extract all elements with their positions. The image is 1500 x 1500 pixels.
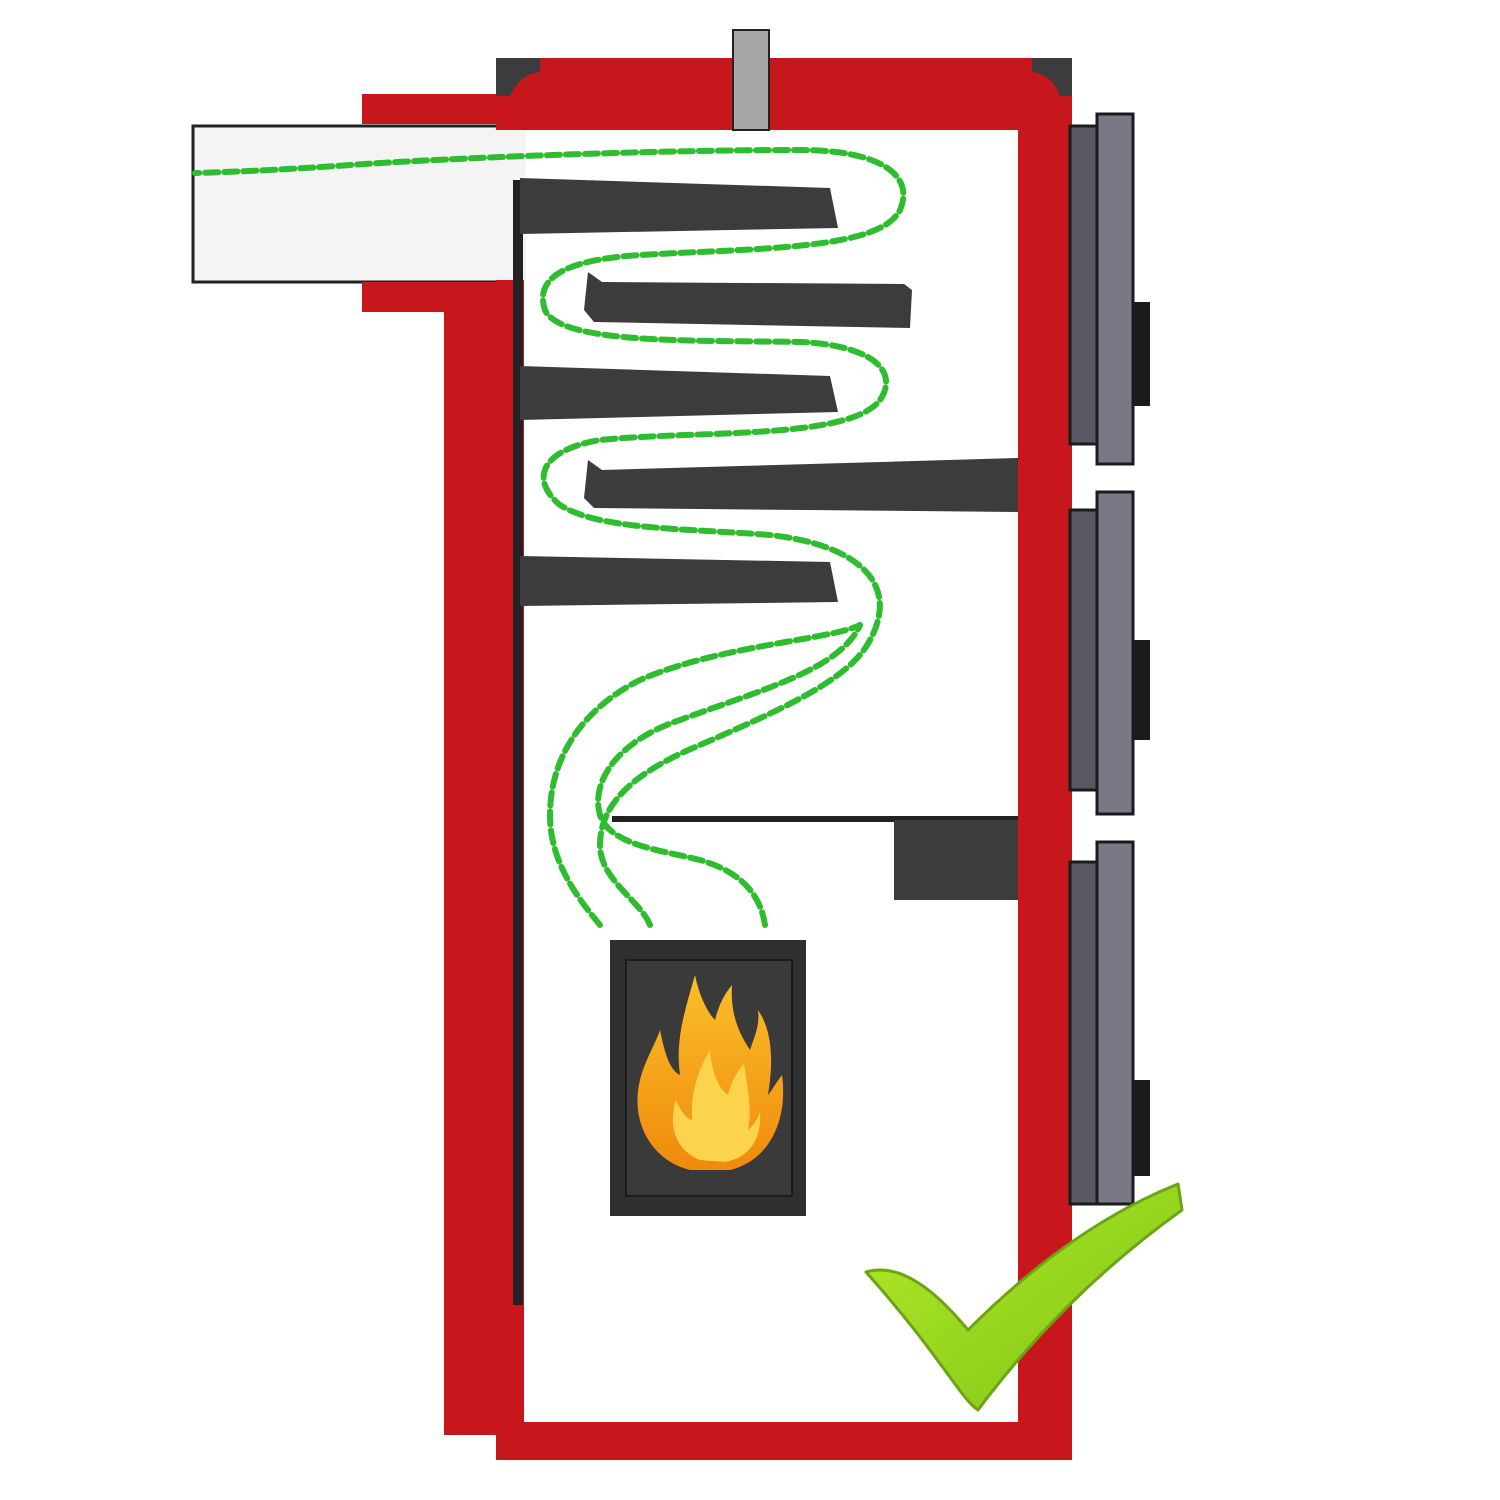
flue-collar-top bbox=[362, 94, 512, 124]
door-middle-face bbox=[1095, 490, 1135, 816]
door-top-face bbox=[1095, 112, 1135, 466]
firebox bbox=[610, 940, 806, 1216]
corner-bracket-left bbox=[496, 58, 540, 96]
baffle-plate bbox=[520, 366, 838, 420]
door-bottom-handle[interactable] bbox=[1134, 1080, 1150, 1176]
sensor-pipe bbox=[732, 29, 770, 131]
shelf-line bbox=[612, 816, 1018, 822]
baffle-plate bbox=[584, 458, 1018, 512]
shelf-block bbox=[894, 820, 1018, 900]
door-middle-handle[interactable] bbox=[1134, 640, 1150, 740]
flue-pipe bbox=[191, 124, 515, 284]
baffle-plate bbox=[584, 272, 912, 328]
door-top[interactable] bbox=[1068, 124, 1102, 446]
flue-pipe-body bbox=[191, 124, 515, 284]
flue-gas-flow-path-left bbox=[546, 622, 863, 928]
door-middle[interactable] bbox=[1068, 508, 1102, 792]
inner-rear-wall bbox=[513, 180, 523, 1305]
flue-gas-flow-path bbox=[192, 146, 907, 928]
checkmark-shape bbox=[864, 1182, 1184, 1412]
baffle-plate bbox=[520, 178, 838, 234]
flame-icon bbox=[637, 975, 784, 1170]
checkmark-icon bbox=[864, 1182, 1184, 1412]
door-bottom-face bbox=[1095, 840, 1135, 1206]
baffle-plates bbox=[520, 178, 1018, 606]
flue-gas-flow-path-inner bbox=[595, 622, 863, 928]
flame-inner bbox=[672, 1050, 761, 1162]
door-top-handle[interactable] bbox=[1134, 302, 1150, 406]
grate-shelf bbox=[612, 816, 1018, 900]
front-doors bbox=[1068, 112, 1150, 1206]
baffle-plate bbox=[520, 556, 838, 606]
corner-bracket-right bbox=[1032, 58, 1072, 96]
